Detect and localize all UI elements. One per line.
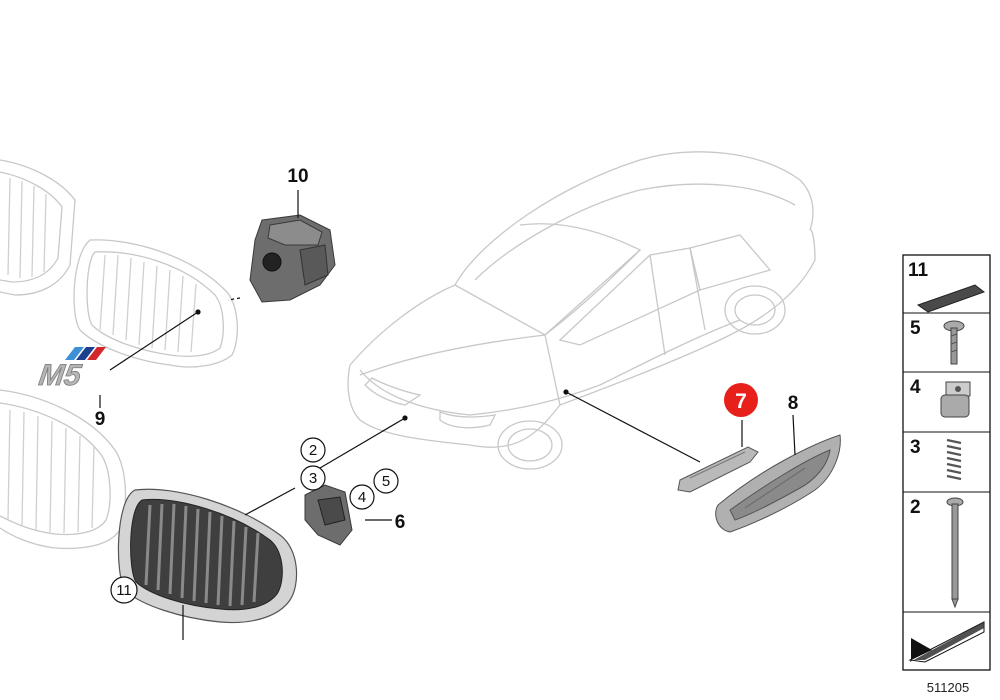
callout-5: 5 — [382, 473, 390, 490]
panel-row-11[interactable]: 11 — [908, 260, 986, 313]
bracket-part-10[interactable] — [249, 214, 336, 303]
callout-5-circle: 5 — [373, 468, 399, 494]
arrow-icon — [908, 621, 985, 663]
diagram-id: 511205 — [927, 680, 969, 695]
callout-10: 10 — [287, 166, 308, 187]
callout-11-circle: 11 — [110, 576, 138, 604]
clip-nut-icon — [940, 381, 971, 418]
callout-2: 2 — [309, 442, 317, 459]
callout-labels: 10 9 6 8 2 3 4 5 11 7 — [95, 166, 799, 604]
callout-4: 4 — [358, 489, 366, 506]
kidney-grille-part[interactable] — [117, 488, 298, 624]
panel-row-5[interactable]: 5 — [910, 318, 965, 365]
adhesive-pad-icon — [916, 284, 986, 313]
m5-badge-text: M5 — [37, 359, 84, 392]
panel-row-2[interactable]: 2 — [910, 497, 964, 609]
callout-9: 9 — [95, 409, 106, 430]
panel-num-5: 5 — [910, 318, 921, 339]
callout-6: 6 — [395, 512, 406, 533]
panel-num-11: 11 — [908, 260, 929, 281]
hardware-panel: 11 5 4 3 — [902, 254, 991, 671]
callout-11: 11 — [116, 582, 132, 599]
m5-badge-part[interactable]: M5 — [37, 347, 106, 392]
callout-3-circle: 3 — [300, 465, 326, 491]
callout-2-circle: 2 — [300, 437, 326, 463]
side-trim-part-7[interactable] — [677, 446, 759, 493]
panel-num-3: 3 — [910, 437, 921, 458]
side-vent-part-8[interactable] — [715, 434, 841, 533]
panel-row-4[interactable]: 4 — [910, 377, 971, 418]
panel-num-4: 4 — [910, 377, 921, 398]
callout-8: 8 — [788, 393, 799, 414]
callout-3: 3 — [309, 470, 317, 487]
panel-row-3[interactable]: 3 — [910, 437, 962, 481]
long-bolt-icon — [946, 497, 964, 609]
spring-icon — [946, 438, 962, 481]
callout-4-circle: 4 — [349, 484, 375, 510]
panel-row-arrow — [908, 621, 985, 663]
leader-lines — [99, 190, 796, 640]
clip-assembly-part[interactable] — [304, 484, 353, 546]
ghost-grille-lower — [0, 389, 127, 550]
callout-7: 7 — [735, 390, 747, 413]
panel-num-2: 2 — [910, 497, 921, 518]
ghost-grille-upper — [0, 159, 238, 368]
callout-7-highlight[interactable]: 7 — [724, 383, 758, 417]
car-outline — [347, 151, 816, 470]
screw-icon — [943, 320, 965, 365]
